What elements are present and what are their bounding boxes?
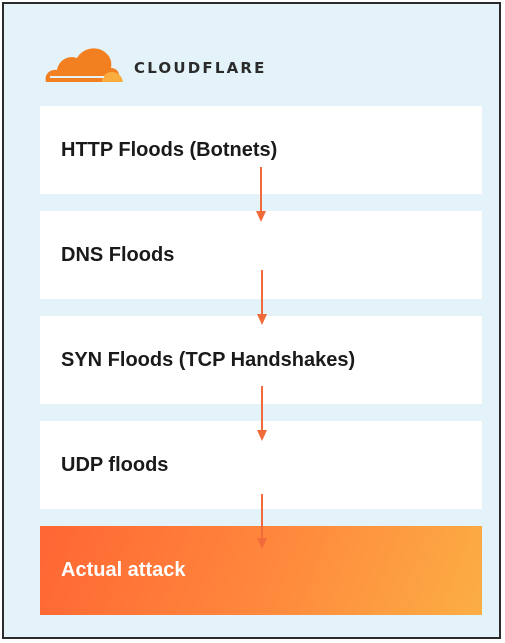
arrow-2: [257, 270, 267, 325]
layer-label: SYN Floods (TCP Handshakes): [61, 348, 356, 371]
cloudflare-cloud-icon: [45, 48, 123, 82]
layer-label: HTTP Floods (Botnets): [61, 138, 278, 161]
layer-actual-attack: Actual attack: [40, 526, 482, 615]
arrow-3: [257, 386, 267, 441]
layer-label: Actual attack: [61, 559, 186, 581]
cloudflare-logo: CLOUDFLARE: [42, 44, 267, 84]
layer-label: DNS Floods: [61, 243, 175, 266]
layer-label: UDP floods: [61, 453, 169, 476]
arrow-1: [256, 167, 266, 222]
cloudflare-wordmark: CLOUDFLARE: [134, 59, 267, 77]
diagram-frame: CLOUDFLARE HTTP Floods (Botnets) DNS Flo…: [2, 2, 501, 639]
arrow-4: [257, 494, 267, 549]
